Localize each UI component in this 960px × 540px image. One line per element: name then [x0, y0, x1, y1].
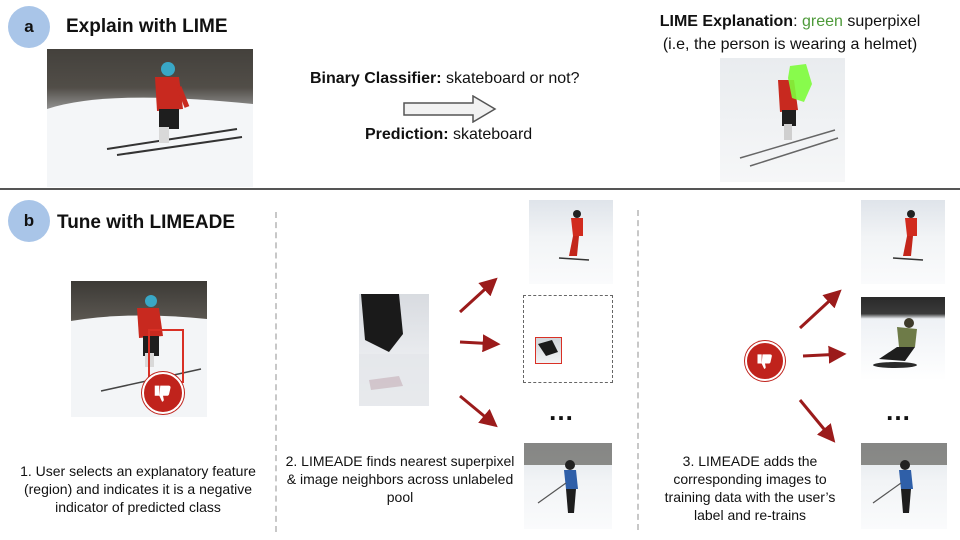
- step1-photo: [71, 281, 207, 417]
- section-b-title: Tune with LIMEADE: [57, 212, 236, 233]
- training-image-1: [861, 200, 945, 284]
- section-a-title: Explain with LIME: [66, 16, 228, 37]
- prediction-text: Prediction: skateboard: [365, 126, 533, 143]
- column-divider-2: [637, 210, 639, 530]
- lime-explanation-title: LIME Explanation: green superpixel: [659, 13, 921, 30]
- neighbor-image-2: [524, 443, 612, 529]
- superpixel-neighbor-illustration: [538, 340, 558, 356]
- step3-arrows: [798, 289, 847, 443]
- green-word: green: [801, 13, 843, 30]
- ellipsis-mid: …: [548, 396, 576, 426]
- training-3-illustration: [861, 443, 947, 513]
- step2-caption: 2. LIMEADE finds nearest superpixel & im…: [285, 453, 515, 505]
- neighbor-2-illustration: [524, 443, 612, 513]
- neighbor-image-1: [529, 200, 613, 284]
- section-divider: [0, 188, 960, 190]
- ellipsis-right: …: [885, 396, 913, 426]
- classifier-text: Binary Classifier: skateboard or not?: [310, 70, 580, 87]
- training-image-2: [861, 297, 945, 381]
- step2-arrows: [458, 277, 501, 428]
- superpixel-neighbor: [535, 337, 562, 364]
- skier-illustration: [47, 49, 253, 187]
- superpixel-illustration: [359, 294, 429, 406]
- training-image-3: [861, 443, 947, 529]
- arrow-right-icon: [403, 95, 497, 123]
- superpixel-neighbor-box: [523, 295, 613, 383]
- lime-explanation-subtitle: (i.e, the person is wearing a helmet): [662, 36, 918, 53]
- column-divider-1: [275, 212, 277, 532]
- training-1-illustration: [892, 210, 924, 261]
- green-superpixel: [788, 64, 812, 102]
- step1-skier-illustration: [71, 295, 207, 417]
- step3-caption: 3. LIMEADE adds the corresponding images…: [664, 453, 836, 523]
- skier-photo-original: [47, 49, 253, 187]
- neighbor-1-illustration: [558, 210, 590, 261]
- training-2-illustration: [873, 318, 917, 368]
- superpixel-crop: [359, 294, 429, 406]
- section-a-badge: a: [8, 6, 50, 48]
- lime-skier-illustration: [739, 64, 839, 167]
- step1-caption: 1. User selects an explanatory feature (…: [20, 463, 256, 515]
- section-b-badge: b: [8, 200, 50, 242]
- thumbs-down-icon[interactable]: [142, 372, 184, 414]
- lime-explanation-photo: [720, 58, 845, 182]
- thumbs-down-label-icon: [745, 341, 785, 381]
